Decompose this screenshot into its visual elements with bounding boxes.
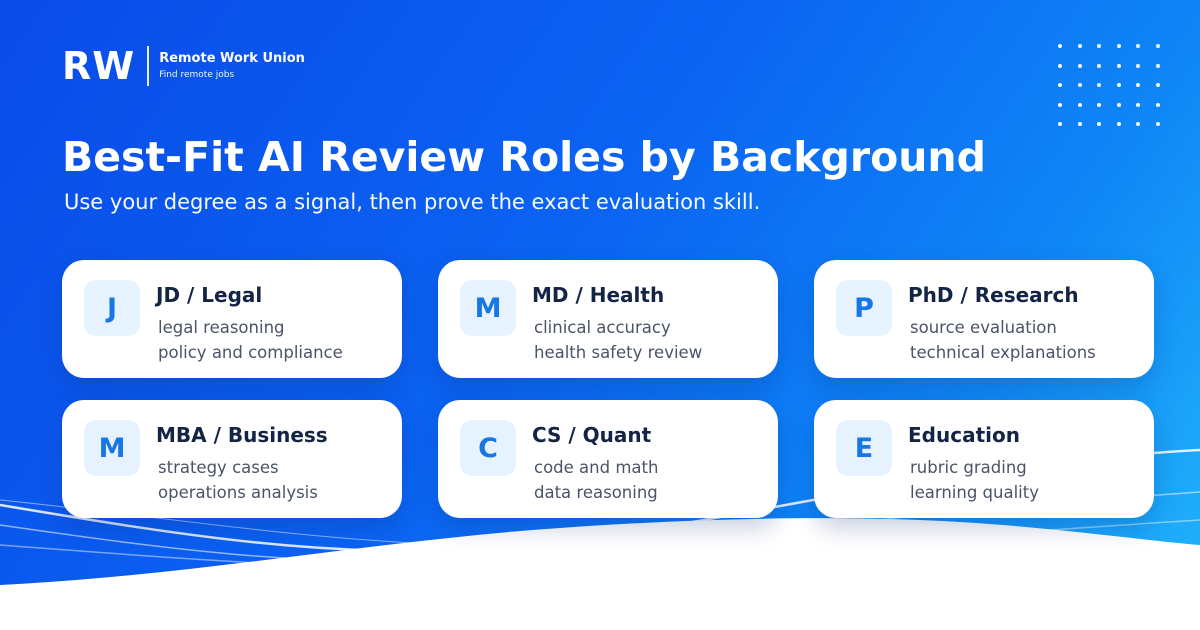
card-skill: code and math (534, 458, 659, 477)
card-skill: data reasoning (534, 483, 658, 502)
brand-logo[interactable]: RW Remote Work Union Find remote jobs (62, 44, 305, 88)
card-skill: strategy cases (158, 458, 279, 477)
card-initial-badge: M (460, 280, 516, 336)
card-skill: technical explanations (910, 343, 1096, 362)
card-skill: clinical accuracy (534, 318, 671, 337)
role-card-cs-quant[interactable]: C CS / Quant code and math data reasonin… (438, 400, 778, 518)
card-skill: source evaluation (910, 318, 1057, 337)
card-title: PhD / Research (908, 283, 1079, 307)
logo-mark: RW (62, 44, 136, 88)
role-card-mba-business[interactable]: M MBA / Business strategy cases operatio… (62, 400, 402, 518)
dot-grid-decoration (1058, 44, 1175, 142)
card-skill: rubric grading (910, 458, 1027, 477)
card-title: CS / Quant (532, 423, 652, 447)
card-title: MBA / Business (156, 423, 328, 447)
card-skill: operations analysis (158, 483, 318, 502)
page-subtitle: Use your degree as a signal, then prove … (64, 190, 761, 214)
card-skill: policy and compliance (158, 343, 343, 362)
logo-text: Remote Work Union Find remote jobs (159, 50, 305, 82)
brand-name: Remote Work Union (159, 51, 305, 66)
card-initial-badge: C (460, 420, 516, 476)
brand-tagline: Find remote jobs (159, 70, 235, 80)
card-initial-badge: M (84, 420, 140, 476)
card-initial-badge: J (84, 280, 140, 336)
card-title: Education (908, 423, 1020, 447)
card-skill: learning quality (910, 483, 1040, 502)
role-card-md-health[interactable]: M MD / Health clinical accuracy health s… (438, 260, 778, 378)
card-title: MD / Health (532, 283, 665, 307)
card-initial-badge: P (836, 280, 892, 336)
card-title: JD / Legal (156, 283, 263, 307)
card-skill: health safety review (534, 343, 703, 362)
role-card-phd-research[interactable]: P PhD / Research source evaluation techn… (814, 260, 1154, 378)
role-card-education[interactable]: E Education rubric grading learning qual… (814, 400, 1154, 518)
card-skill: legal reasoning (158, 318, 285, 337)
card-initial-badge: E (836, 420, 892, 476)
logo-divider (147, 46, 150, 86)
role-card-jd-legal[interactable]: J JD / Legal legal reasoning policy and … (62, 260, 402, 378)
page-title: Best-Fit AI Review Roles by Background (62, 133, 986, 181)
